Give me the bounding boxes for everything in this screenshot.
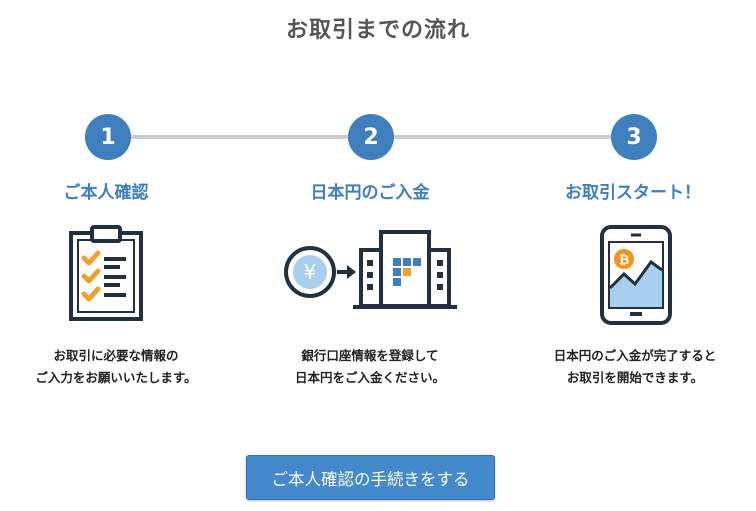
step-2-title: 日本円のご入金: [310, 183, 430, 203]
step-2-desc-line1: 銀行口座情報を登録して: [301, 348, 439, 363]
step-3-number: 3: [611, 114, 657, 160]
step-3-desc-line1: 日本円のご入金が完了すると: [553, 348, 717, 363]
yen-to-bank-icon: ¥: [284, 230, 457, 309]
bitcoin-symbol: ₿: [619, 253, 630, 268]
step-1-number: 1: [85, 114, 131, 160]
clipboard-checklist-icon: [69, 225, 143, 321]
step-3-desc-line2: お取引を開始できます。: [566, 370, 704, 385]
step-2-number: 2: [348, 114, 394, 160]
page-title: お取引までの流れ: [285, 18, 470, 43]
step-1-title: ご本人確認: [63, 183, 149, 203]
tablet-bitcoin-chart-icon: ₿: [600, 225, 672, 325]
step-1-desc-line2: ご入力をお願いいたします。: [35, 370, 197, 385]
step-1-description: お取引に必要な情報の ご入力をお願いいたします。: [0, 345, 241, 389]
step-2-description: 銀行口座情報を登録して 日本円をご入金ください。: [245, 345, 495, 389]
step-3-description: 日本円のご入金が完了すると お取引を開始できます。: [510, 345, 756, 389]
step-3-title: お取引スタート！: [565, 183, 701, 203]
step-1-desc-line1: お取引に必要な情報の: [53, 348, 179, 363]
start-verification-button[interactable]: ご本人確認の手続きをする: [246, 455, 495, 500]
yen-symbol: ¥: [304, 260, 317, 284]
step-2-desc-line2: 日本円をご入金ください。: [294, 370, 445, 385]
